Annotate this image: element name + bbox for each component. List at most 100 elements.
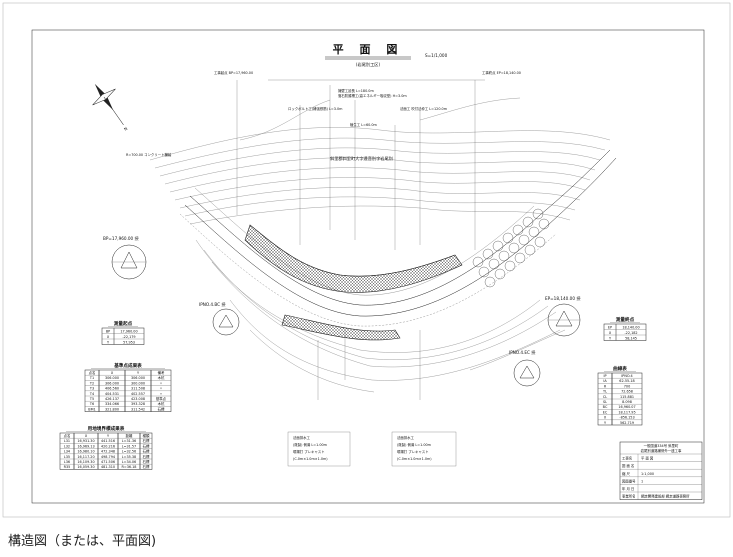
table-title-end-point: 測量終点	[616, 316, 635, 323]
table-header-cell: 備考	[158, 370, 165, 375]
road-alignment	[179, 149, 617, 327]
paper-edge	[2, 2, 731, 518]
drawing-sheet: 平 面 図 (岩尾別工区) S=1/1,000 N	[2, 2, 731, 518]
table-cell: L36	[64, 460, 70, 464]
table-cell: 16,960.07	[618, 405, 635, 409]
table-cell: 406.560	[105, 387, 119, 391]
title-block-label: 図 面 名	[622, 463, 634, 468]
table-cell: 300.000	[131, 381, 145, 385]
title-block-label: 年 月 日	[622, 486, 634, 491]
ip-ec-label: IPNO.4.EC 授	[509, 349, 536, 356]
table-cell: L32	[64, 444, 70, 448]
table-cell: 311.508	[131, 387, 145, 391]
bottom-note-right: 法面排水工 (既製) 側溝 L=1.00m 現場打 プレキャスト (C.0m×1…	[391, 431, 457, 467]
table-cell: T2	[89, 381, 94, 385]
ip-bc-marker: IPNO.4.BC 授	[199, 301, 240, 336]
table-title-benchmark: 基準点成果表	[113, 362, 142, 369]
table-cell: -22,179	[122, 335, 135, 339]
table-title-curve: 曲線表	[613, 365, 627, 372]
bottom-note-right-4: (C.0m×1.0m×1.0m)	[397, 457, 432, 461]
table-cell: R35	[64, 465, 71, 469]
bottom-note-left-3: 現場打 プレキャスト	[293, 449, 325, 454]
bp-marker: BP=17,960.00 授	[103, 235, 147, 280]
table-cell: 木杭	[158, 401, 165, 406]
table-cell: 17,960.00	[120, 329, 137, 333]
table-header-cell: 点名	[64, 433, 71, 438]
table-cell: 306.000	[131, 376, 145, 380]
table-cell: SL	[603, 400, 607, 404]
table-cell: Y	[604, 421, 607, 425]
retaining-wall-lower	[281, 314, 401, 341]
terrain-contours	[149, 97, 611, 393]
table-cell: EC	[603, 410, 608, 414]
table-cell: T4	[89, 392, 94, 396]
table-cell: 426.137	[105, 397, 119, 401]
drawing-scale: S=1/1,000	[425, 53, 448, 58]
table-cell: L34	[64, 450, 70, 454]
table-cell: 423.008	[131, 397, 145, 401]
ip-ec-marker: IPNO.4.EC 授	[509, 349, 541, 387]
table-cell: BP	[106, 329, 110, 333]
table-cell: 57,953	[123, 340, 135, 344]
title-block-project-1: 一般国道334号 斜里町	[644, 443, 679, 448]
ep-marker: EP=18,140.00 授	[545, 295, 581, 337]
table-cell: 石標	[143, 459, 150, 464]
table-cell: 石標	[143, 438, 150, 443]
table-cell: L=31.36	[122, 439, 136, 443]
table-cell: L=35.38	[122, 455, 136, 459]
table-cell: -856.153	[619, 416, 634, 420]
table-cell: 700	[624, 384, 630, 388]
bottom-note-right-1: 法面排水工	[397, 435, 415, 440]
table-title-start-point: 測量起点	[114, 320, 133, 327]
table-cell: 58,145	[625, 336, 637, 340]
table-cell: 62-55-18	[619, 379, 634, 383]
table-cell: 18,140.00	[622, 325, 639, 329]
table-cell: Y	[609, 336, 612, 340]
table-cell: 石標	[143, 449, 150, 454]
table-cell: T6	[89, 402, 94, 406]
table-cell: 404.531	[105, 392, 119, 396]
ep-label: EP=18,140.00 授	[545, 295, 581, 302]
table-cell: EP	[608, 325, 612, 329]
table-cell: L=34.06	[122, 460, 136, 464]
bottom-note-left-4: (C.0m×1.0m×1.0m)	[293, 457, 328, 461]
table-cell: 306.000	[105, 376, 119, 380]
table-cell: 8.098	[622, 400, 632, 404]
table-cell: Y	[107, 340, 110, 344]
table-cell: 木杭	[158, 375, 165, 380]
top-note-5: 植生工 L=60.0m	[350, 122, 378, 127]
title-block-label: 図面番号	[622, 478, 636, 483]
table-cell: L=31.57	[122, 444, 136, 448]
table-cell: 441.516	[101, 439, 115, 443]
start-label: 工事起点 BP=17,960.00	[214, 70, 253, 75]
top-notes: 擁壁工延長 L=180.0m 落石防護柵工(高エネルギー吸収型) H=3.0m …	[288, 88, 448, 127]
top-note-1: 擁壁工延長 L=180.0m	[338, 88, 374, 93]
table-cell: R=36.18	[122, 465, 137, 469]
table-header-cell: X	[111, 371, 114, 375]
table-cell: T5	[89, 397, 94, 401]
table-cell: 498.794	[101, 455, 115, 459]
table-cell: 481.310	[101, 465, 115, 469]
table-cell: 〃	[159, 381, 162, 385]
svg-text:N: N	[123, 126, 128, 132]
bottom-note-left-1: 法面排水工	[293, 435, 311, 440]
bottom-note-right-3: 現場打 プレキャスト	[397, 449, 429, 454]
title-block-value: 網走開発建設部 網走道路事務所	[641, 494, 690, 499]
table-cell: X	[604, 416, 607, 420]
table-cell: 420.216	[101, 444, 115, 448]
area-label: 斜里郡斜里町大字遠音別字岩尾別	[330, 155, 393, 162]
table-cell: T3	[89, 387, 94, 391]
drawing-title: 平 面 図	[333, 42, 404, 56]
table-cell: BM1	[88, 407, 95, 411]
table-cell: BC	[603, 405, 608, 409]
title-block-label: 事業所名	[622, 494, 636, 499]
top-note-3: ロックボルト工(補強鉄筋) L=3.0m	[288, 106, 343, 111]
bottom-note-left-2: (既製) 側溝 L=1.00m	[293, 442, 328, 447]
table-cell: 16,117.20	[77, 455, 94, 459]
table-cell: 16,980.10	[77, 450, 94, 454]
table-header-cell: 種類	[143, 433, 150, 438]
table-cell: IA	[603, 379, 607, 383]
table-cell: 72.658	[621, 390, 633, 394]
